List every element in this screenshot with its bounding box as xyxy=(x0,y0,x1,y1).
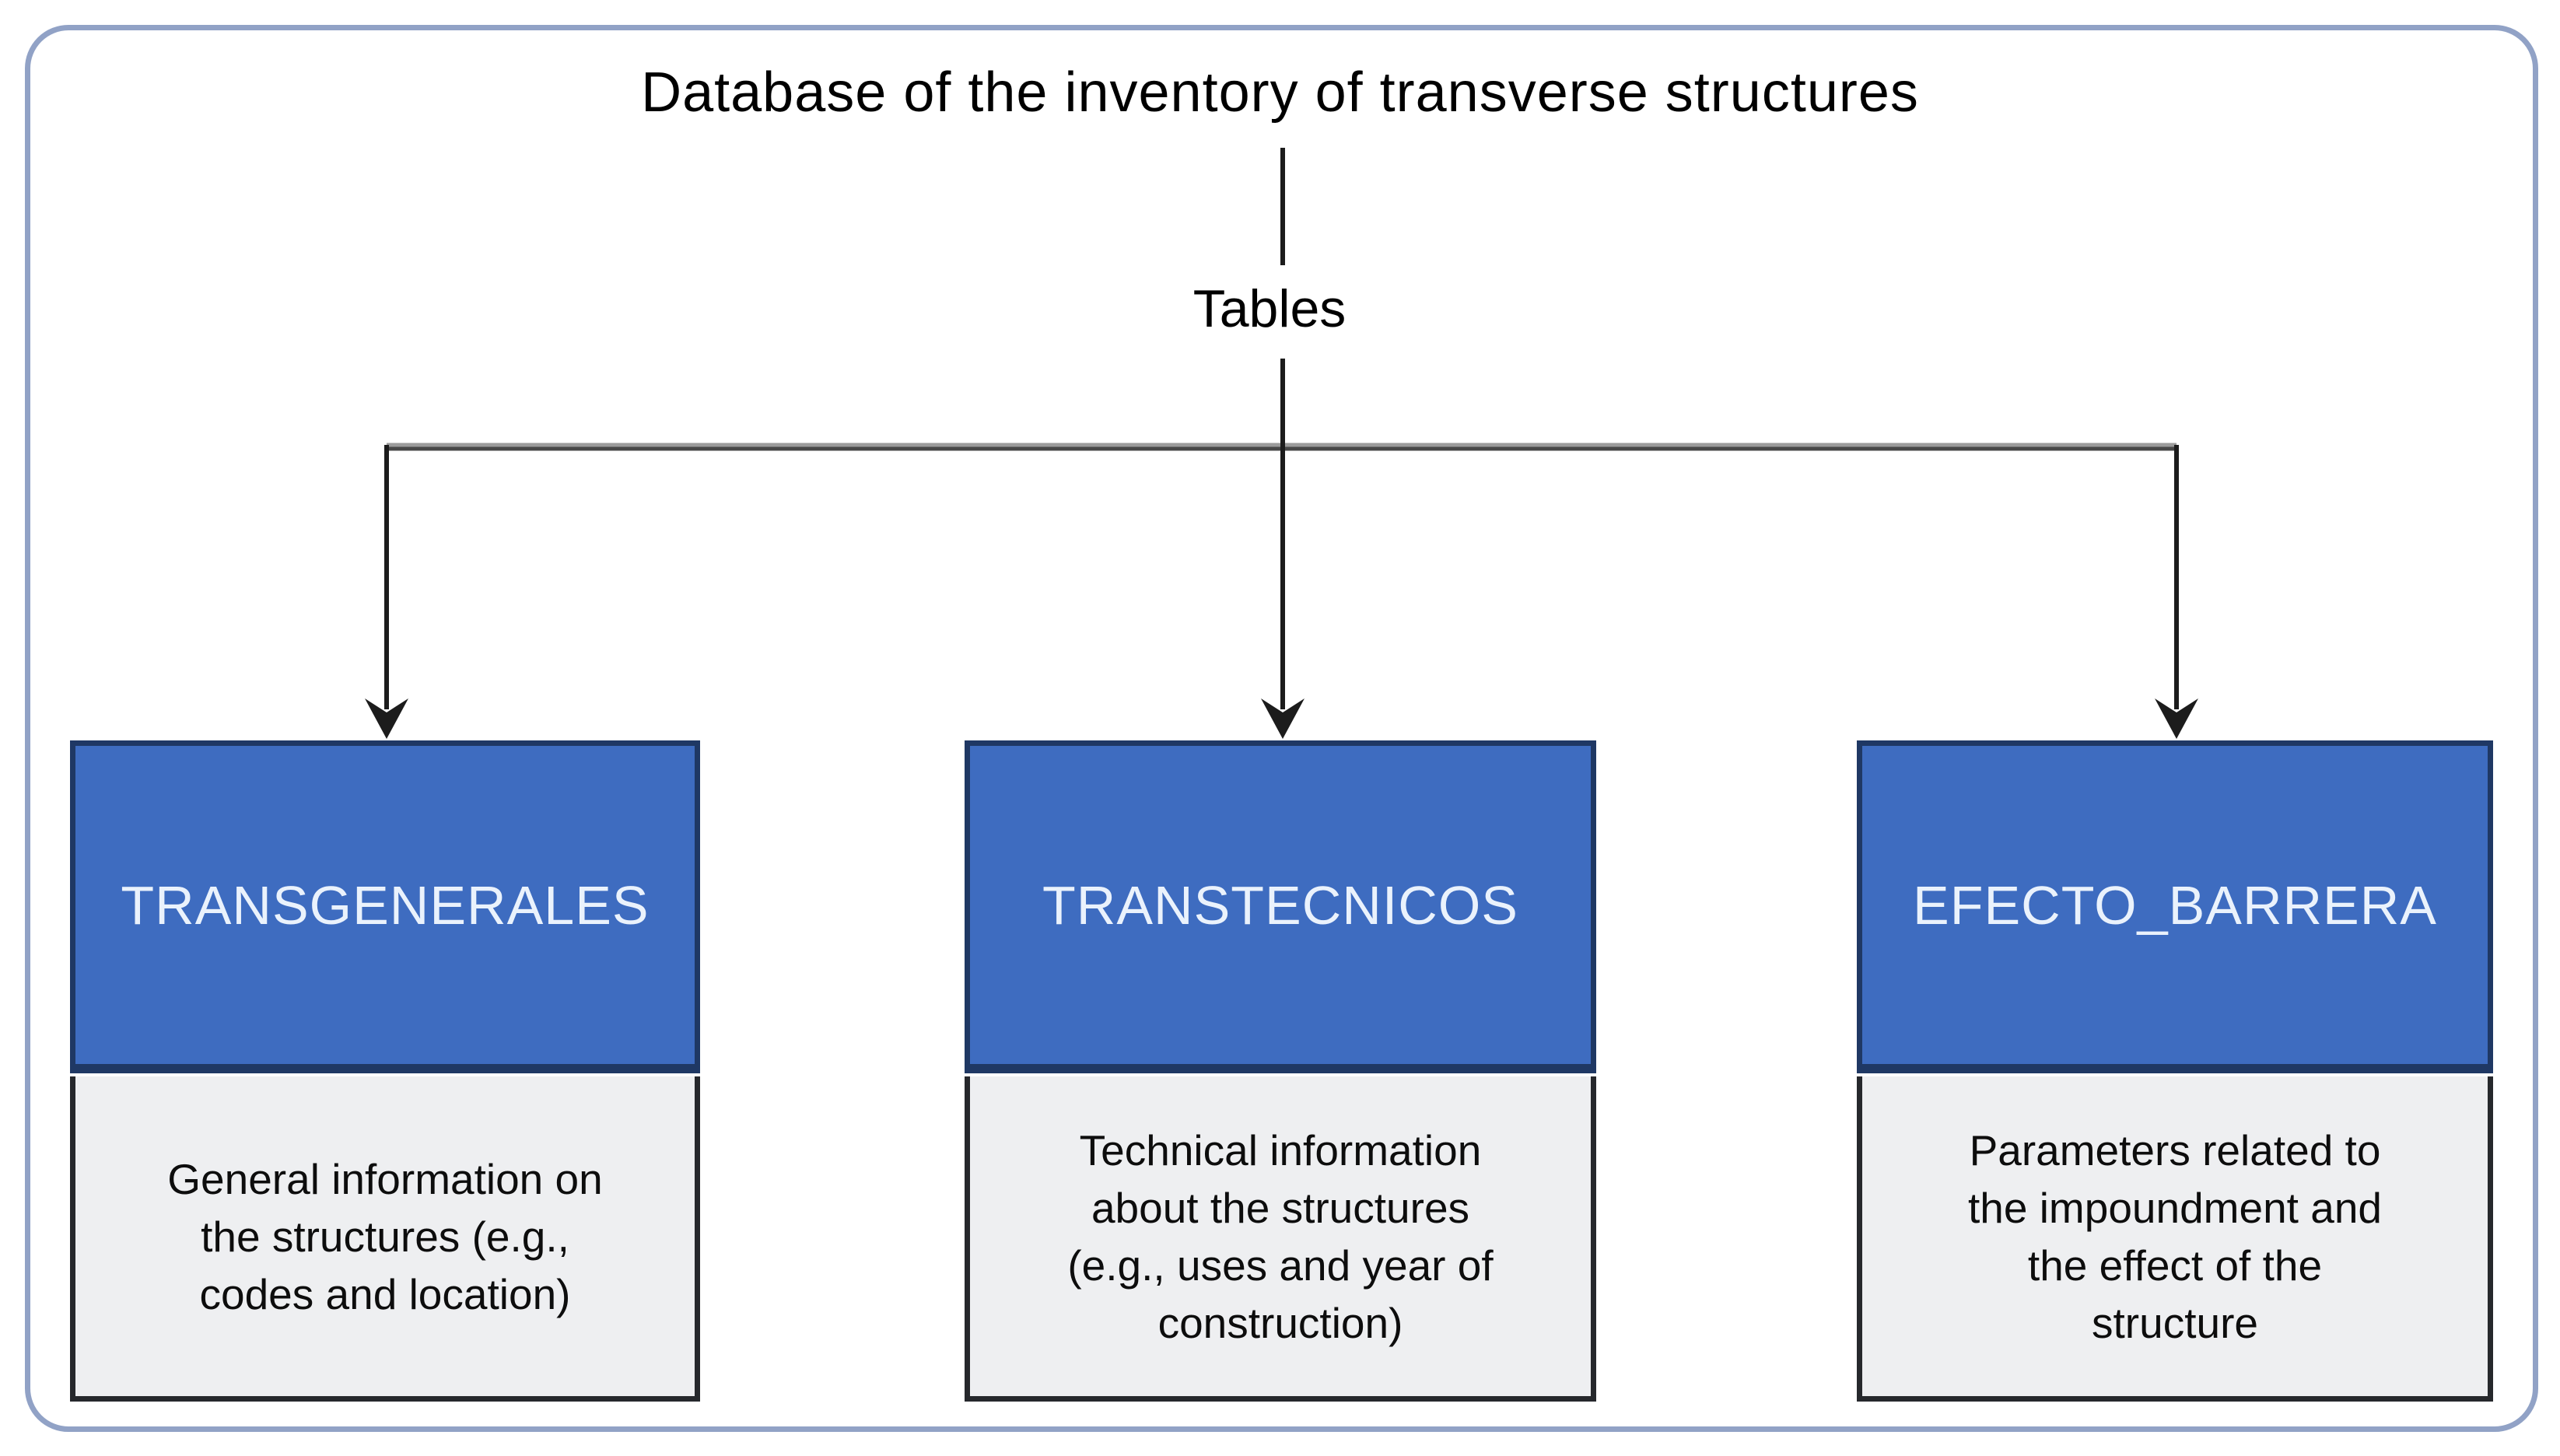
table-box-transgenerales: TRANSGENERALES General information on th… xyxy=(70,740,700,1402)
left-arrowhead-icon xyxy=(365,698,408,739)
description-line: the structures (e.g., xyxy=(201,1212,569,1261)
diagram-title: Database of the inventory of transverse … xyxy=(641,61,1919,124)
branch-label-tables: Tables xyxy=(1192,279,1347,338)
table-description-transgenerales: General information on the structures (e… xyxy=(70,1076,700,1402)
table-description-transtecnicos: Technical information about the structur… xyxy=(965,1076,1596,1402)
table-description-efecto-barrera: Parameters related to the impoundment an… xyxy=(1857,1076,2493,1402)
description-line: construction) xyxy=(1157,1298,1403,1347)
description-line: (e.g., uses and year of xyxy=(1067,1241,1494,1290)
description-line: about the structures xyxy=(1091,1183,1470,1232)
middle-arrowhead-icon xyxy=(1261,698,1305,739)
description-line: the effect of the xyxy=(2027,1241,2323,1290)
table-box-efecto-barrera: EFECTO_BARRERA Parameters related to the… xyxy=(1857,740,2493,1402)
description-line: the impoundment and xyxy=(1967,1183,2383,1232)
description-line: Parameters related to xyxy=(1969,1125,2381,1174)
description-line: codes and location) xyxy=(199,1269,571,1318)
table-name-transtecnicos: TRANSTECNICOS xyxy=(965,740,1596,1073)
table-box-transtecnicos: TRANSTECNICOS Technical information abou… xyxy=(965,740,1596,1402)
description-line: General information on xyxy=(167,1154,603,1203)
description-line: structure xyxy=(2092,1298,2258,1347)
right-arrowhead-icon xyxy=(2155,698,2198,739)
table-name-transgenerales: TRANSGENERALES xyxy=(70,740,700,1073)
table-name-efecto-barrera: EFECTO_BARRERA xyxy=(1857,740,2493,1073)
outer-frame xyxy=(25,25,2538,1432)
description-line: Technical information xyxy=(1079,1125,1482,1174)
